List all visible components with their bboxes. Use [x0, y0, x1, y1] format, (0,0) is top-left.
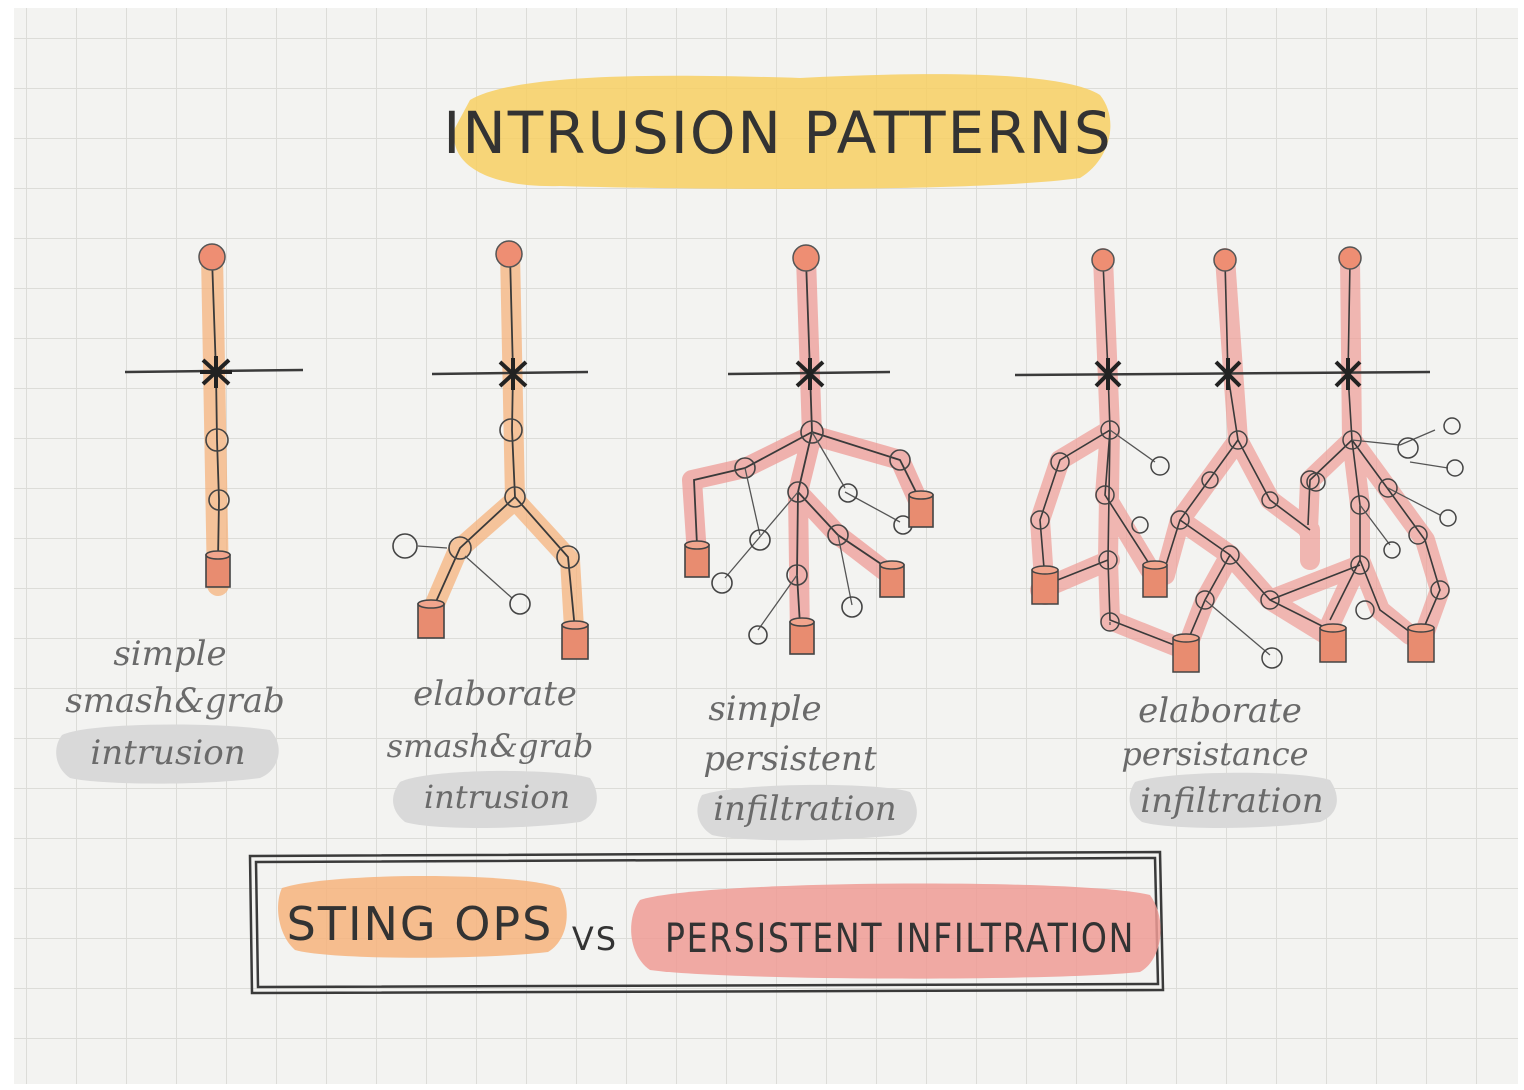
caption-line-1: elaborate: [1138, 691, 1302, 731]
caption-line-3: infiltration: [713, 789, 896, 829]
data-store-icon: [790, 618, 814, 654]
data-store-icon: [1032, 566, 1058, 604]
perimeter-line-4: [1015, 372, 1430, 375]
footer-comparison: STING OPS VS PERSISTENT INFILTRATION: [250, 852, 1163, 993]
probe-node: [1384, 542, 1400, 558]
probe-node: [1444, 418, 1460, 434]
data-store-icon: [418, 600, 444, 638]
probe-node: [1440, 510, 1456, 526]
entry-node: [793, 245, 819, 271]
entry-node: [1092, 249, 1114, 271]
entry-node: [199, 244, 225, 270]
probe-node: [1447, 460, 1463, 476]
caption-line-2: persistance: [1121, 735, 1308, 773]
pattern-simple-smash-grab: [125, 244, 303, 587]
title: INTRUSION PATTERNS: [443, 99, 1113, 167]
title-group: INTRUSION PATTERNS: [443, 74, 1113, 189]
caption-line-1: elaborate: [413, 674, 577, 714]
sting-ops-label: STING OPS: [287, 897, 554, 951]
caption-line-2: persistent: [703, 739, 877, 779]
pattern-4-highlight: [1040, 258, 1440, 650]
probe-node: [749, 626, 767, 644]
caption-line-3: intrusion: [90, 733, 245, 773]
caption-pattern-1: simple smash&grab intrusion: [56, 634, 285, 784]
pattern-elaborate-smash-grab: [393, 241, 588, 659]
probe-node: [393, 534, 417, 558]
probe-node: [510, 594, 530, 614]
caption-line-2: smash&grab: [387, 727, 594, 765]
vs-label: VS: [572, 920, 618, 958]
caption-line-2: smash&grab: [65, 681, 285, 721]
data-store-icon: [909, 491, 933, 527]
persistent-infiltration-label: PERSISTENT INFILTRATION: [665, 916, 1135, 962]
pattern-simple-persistent: [685, 245, 933, 654]
caption-line-1: simple: [113, 634, 226, 674]
entry-node: [496, 241, 522, 267]
data-store-icon: [206, 551, 230, 587]
probe-node: [842, 597, 862, 617]
data-store-icon: [1143, 561, 1167, 597]
pattern-elaborate-persistent: [1015, 247, 1463, 672]
caption-line-3: infiltration: [1140, 781, 1323, 821]
pattern-2-highlight: [428, 252, 575, 645]
breach-mark-icon: [200, 356, 232, 388]
entry-node: [1214, 249, 1236, 271]
caption-pattern-3: simple persistent infiltration: [697, 689, 916, 840]
data-store-icon: [1408, 624, 1434, 662]
entry-node: [1339, 247, 1361, 269]
probe-node: [1262, 648, 1282, 668]
data-store-icon: [562, 621, 588, 659]
caption-line-1: simple: [708, 689, 821, 729]
probe-node: [712, 573, 732, 593]
data-store-icon: [1320, 624, 1346, 662]
data-store-icon: [1173, 634, 1199, 672]
caption-pattern-4: elaborate persistance infiltration: [1121, 691, 1336, 828]
caption-pattern-2: elaborate smash&grab intrusion: [387, 674, 597, 828]
data-store-icon: [685, 541, 709, 577]
caption-line-3: intrusion: [424, 778, 570, 816]
probe-node: [1151, 457, 1169, 475]
data-store-icon: [880, 561, 904, 597]
